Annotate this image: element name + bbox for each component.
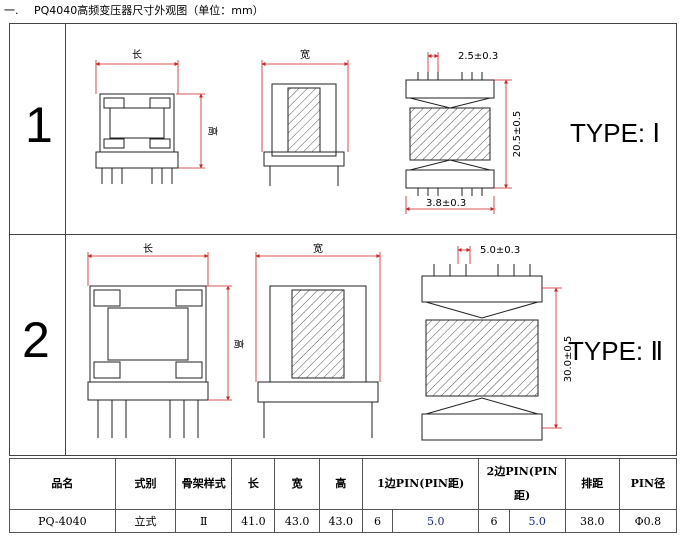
header-name: 品名 — [9, 458, 116, 510]
cell-height: 43.0 — [318, 509, 363, 533]
row-2-type-label: TYPE: Ⅱ — [568, 336, 663, 366]
dimension-drawings: 长 高 宽 2.5±0.3 20.5±0.5 3.8±0.3 TYPE: Ⅰ — [87, 48, 663, 441]
spec-table: 品名 式别 骨架样式 长 宽 高 1边PIN(PIN距) 2边PIN(PIN距)… — [9, 458, 678, 533]
header-side1-pin: 1边PIN(PIN距) — [361, 458, 480, 510]
cell-length: 41.0 — [231, 509, 276, 533]
row-2-height-label: 高 — [232, 339, 245, 349]
row-2-core-height-label: 30.0±0.5 — [563, 336, 574, 383]
cell-style: 立式 — [114, 509, 177, 533]
spec-header-row: 品名 式别 骨架样式 长 宽 高 1边PIN(PIN距) 2边PIN(PIN距)… — [9, 458, 678, 510]
cell-bobbin: Ⅱ — [175, 509, 233, 533]
header-length: 长 — [231, 458, 276, 510]
row-1-front-view — [95, 93, 179, 184]
row-1-core-height-label: 20.5±0.5 — [512, 111, 523, 158]
cell-pin-diameter: Φ0.8 — [618, 509, 678, 533]
row-2-front-view — [87, 285, 209, 438]
cell-row-spacing: 38.0 — [564, 509, 620, 533]
drawing-frame — [9, 23, 677, 456]
row-2-width-label: 宽 — [313, 242, 323, 255]
cell-name: PQ-4040 — [9, 509, 116, 533]
spec-data-row: PQ-4040 立式 Ⅱ 41.0 43.0 43.0 6 5.0 6 5.0 … — [9, 509, 678, 533]
page-heading: 一. PQ4040高频变压器尺寸外观图（单位：mm） — [4, 2, 264, 18]
row-2-pin-pitch-label: 5.0±0.3 — [480, 245, 520, 256]
row-1-row-pitch-label: 3.8±0.3 — [426, 198, 466, 209]
header-style: 式别 — [114, 458, 177, 510]
row-2-index: 2 — [22, 312, 50, 368]
row-2-top-view — [421, 264, 543, 441]
heading-number: 一. — [4, 4, 19, 17]
header-side2-pin: 2边PIN(PIN距) — [478, 458, 566, 510]
cell-side1-pitch: 5.0 — [392, 509, 480, 533]
cell-width: 43.0 — [274, 509, 320, 533]
header-row-spacing: 排距 — [564, 458, 620, 510]
row-1-index: 1 — [25, 97, 53, 153]
cell-side1-count: 6 — [361, 509, 394, 533]
cell-side2-count: 6 — [478, 509, 510, 533]
frame-divider-horizontal — [9, 234, 677, 235]
row-2-length-label: 长 — [143, 243, 153, 255]
frame-divider-vertical — [65, 23, 66, 456]
row-1-top-view — [405, 72, 495, 196]
row-1-length-label: 长 — [132, 49, 142, 61]
header-height: 高 — [318, 458, 363, 510]
row-1-type-label: TYPE: Ⅰ — [570, 118, 660, 148]
row-1-pin-pitch-label: 2.5±0.3 — [458, 51, 498, 62]
cell-side2-pitch: 5.0 — [508, 509, 566, 533]
header-width: 宽 — [274, 458, 320, 510]
row-2-side-view — [257, 285, 379, 438]
row-1-width-label: 宽 — [300, 48, 310, 61]
heading-title: PQ4040高频变压器尺寸外观图（单位：mm） — [34, 4, 264, 17]
header-pin-diameter: PIN径 — [618, 458, 678, 510]
row-1-height-label: 高 — [206, 126, 219, 136]
header-bobbin: 骨架样式 — [175, 458, 233, 510]
row-1-side-view — [263, 83, 345, 186]
